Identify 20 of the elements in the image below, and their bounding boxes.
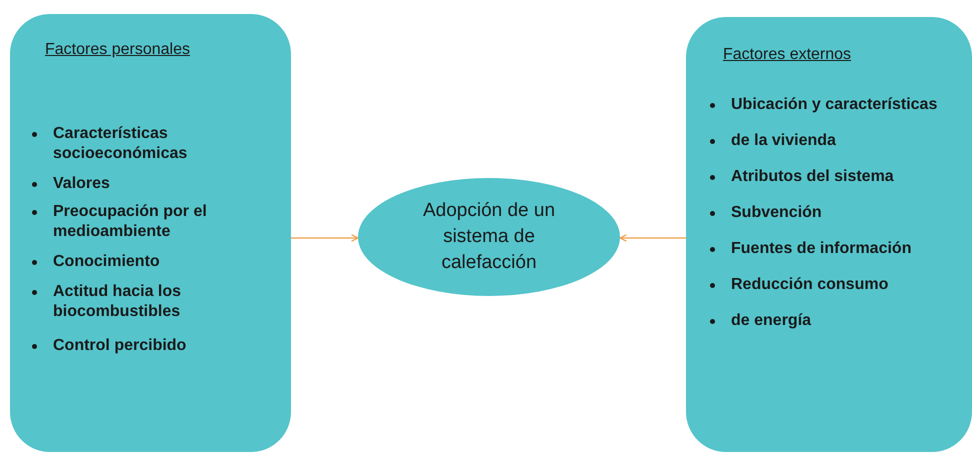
- list-item-text: de energía: [731, 311, 812, 331]
- factor-panel: [686, 17, 972, 452]
- list-item-text: Características socioeconómicas: [53, 124, 188, 164]
- list-item-text: Preocupación por el medioambiente: [53, 202, 208, 242]
- arrow: [291, 234, 359, 242]
- panel-heading: Factores personales: [45, 40, 190, 60]
- list-item-text: Conocimiento: [53, 252, 160, 272]
- factor-panel: [10, 14, 291, 452]
- list-item-text: Atributos del sistema: [731, 167, 894, 187]
- list-item-text: Fuentes de información: [731, 239, 912, 259]
- list-item-text: Actitud hacia los biocombustibles: [53, 282, 182, 322]
- list-item-text: Valores: [53, 174, 110, 194]
- list-item-text: Ubicación y características: [731, 95, 938, 115]
- list-item-text: Reducción consumo: [731, 275, 888, 295]
- list-item-text: Control percibido: [53, 336, 186, 356]
- panel-heading: Factores externos: [723, 45, 852, 65]
- arrow: [619, 234, 686, 242]
- node-label: Adopción de un sistema de calefacción: [422, 199, 556, 275]
- list-item-text: de la vivienda: [731, 131, 836, 151]
- list-item-text: Subvención: [731, 203, 822, 223]
